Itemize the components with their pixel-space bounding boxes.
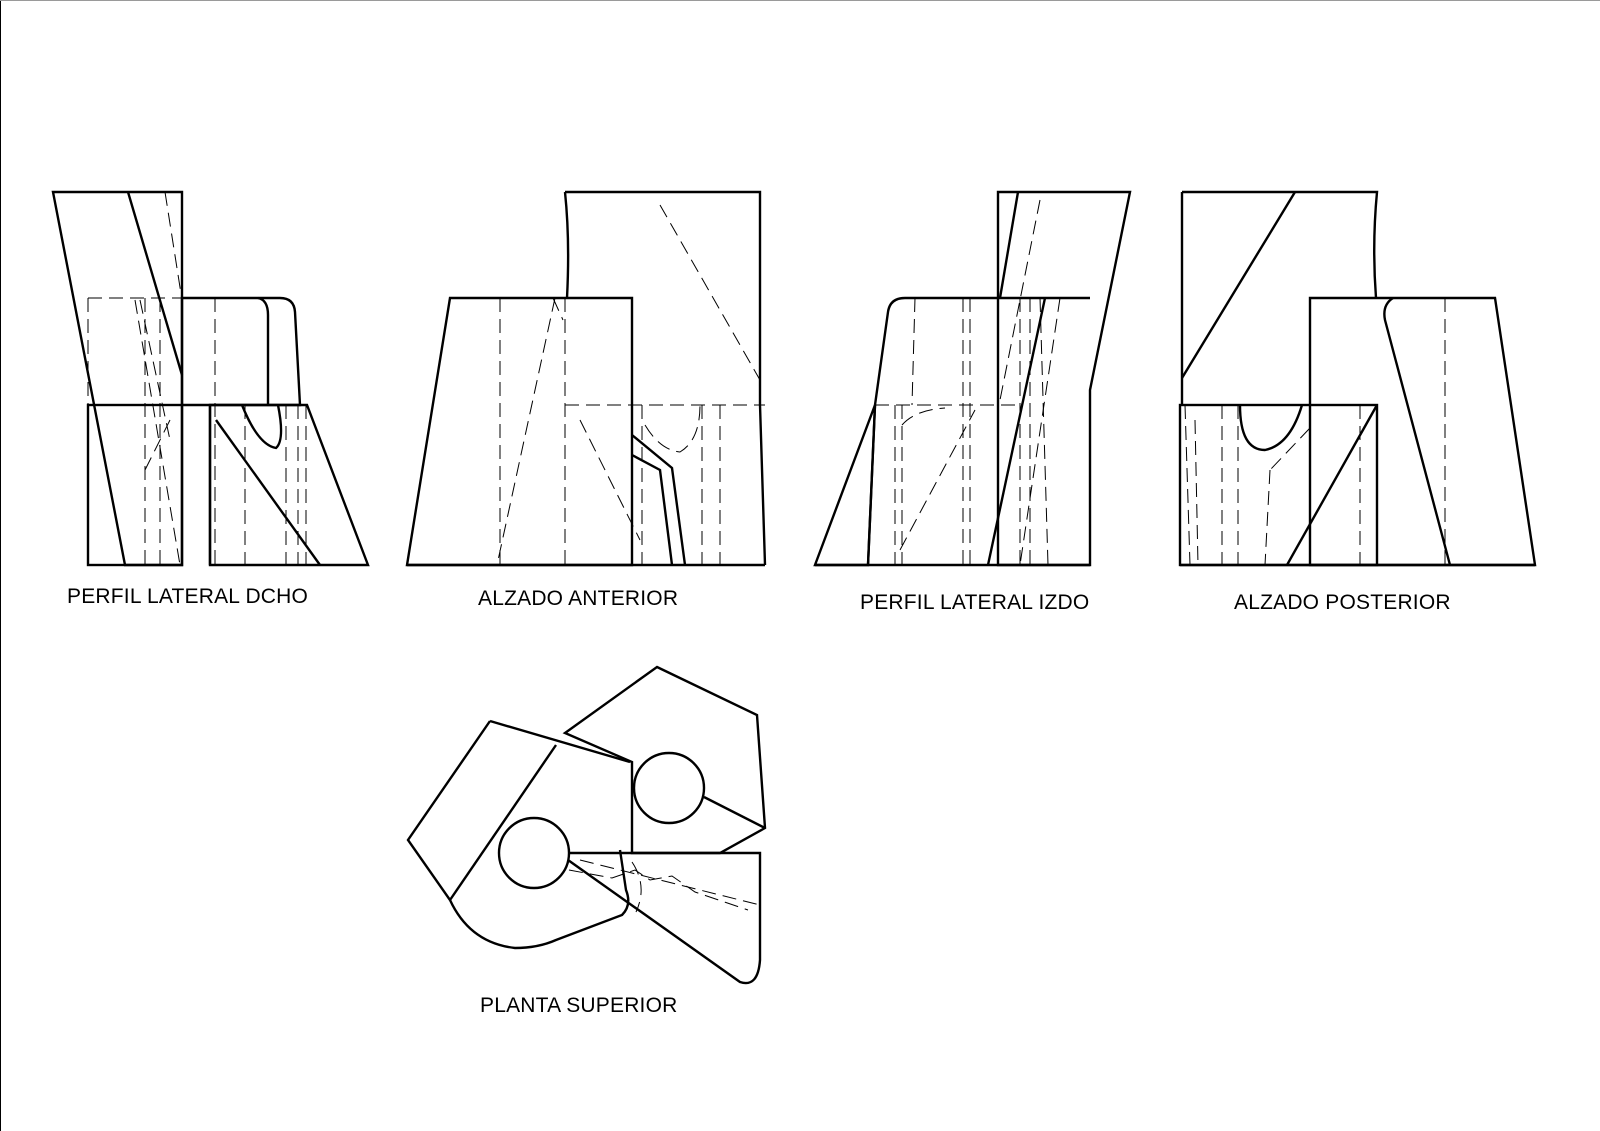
top-plan-view <box>406 665 767 985</box>
left-profile-caption: PERFIL LATERAL IZDO <box>860 591 1090 614</box>
left-profile-hidden-edges <box>875 199 1061 566</box>
rear-elevation-caption: ALZADO POSTERIOR <box>1234 591 1451 614</box>
left-profile-view <box>813 190 1132 567</box>
sheet-border-left <box>0 0 1 1131</box>
rear-elevation-view <box>1178 190 1537 567</box>
right-profile-caption: PERFIL LATERAL DCHO <box>67 585 309 608</box>
top-plan-caption: PLANTA SUPERIOR <box>480 994 678 1017</box>
left-profile-visible-edges <box>813 190 1132 567</box>
right-profile-visible-edges <box>51 190 370 567</box>
right-profile-view <box>51 190 370 567</box>
front-elevation-hidden-edges <box>496 204 765 566</box>
rear-elevation-hidden-edges <box>1184 298 1446 566</box>
front-elevation-visible-edges <box>405 190 767 567</box>
top-plan-visible-edges <box>406 665 767 985</box>
front-elevation-caption: ALZADO ANTERIOR <box>478 587 679 610</box>
sheet-border-top <box>0 0 1600 1</box>
top-plan-hidden-edges <box>568 859 761 913</box>
right-profile-hidden-edges <box>87 191 307 566</box>
rear-elevation-visible-edges <box>1178 190 1537 567</box>
front-elevation-view <box>405 190 767 567</box>
